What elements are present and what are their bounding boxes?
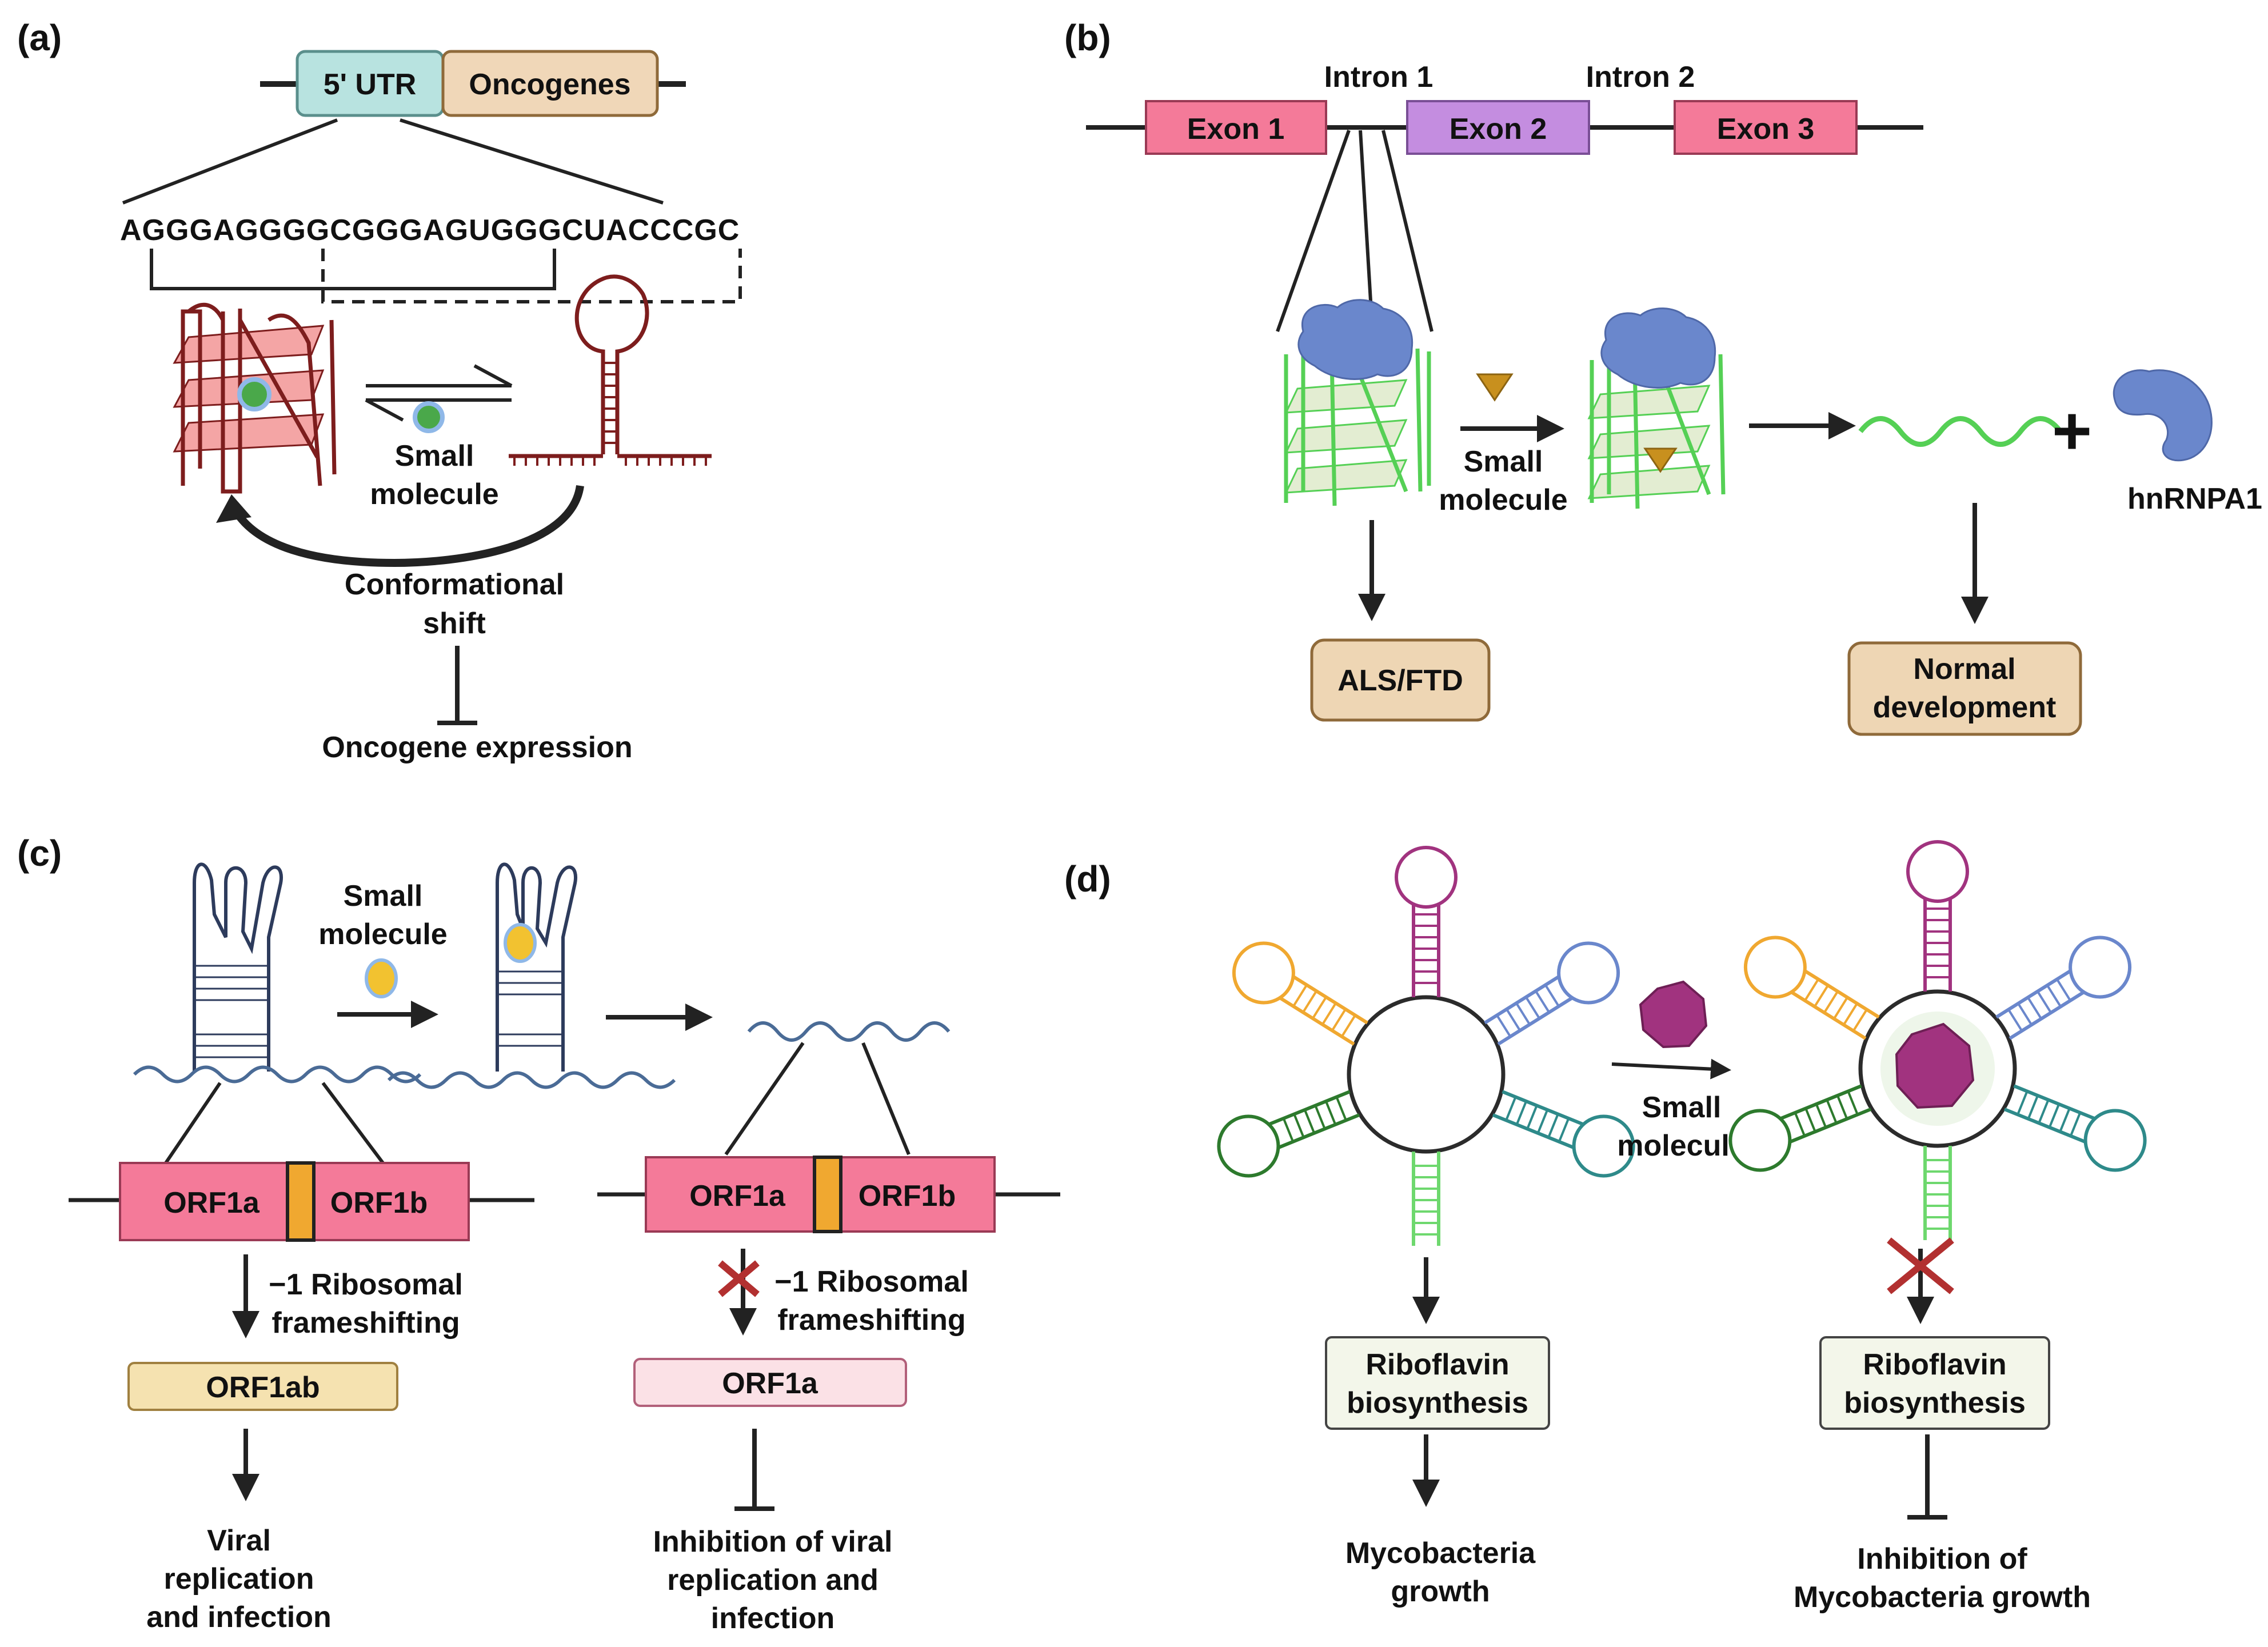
exon2-box [1406,100,1590,155]
mrna-strand [387,1071,676,1089]
zoom-line-left-a [122,118,338,205]
frameshift-label-2a: −1 Ribosomal [774,1265,969,1298]
small-molecule-icon [365,958,398,998]
inhibition-myco-2: Mycobacteria growth [1794,1581,2091,1614]
small-molecule-label-c-2: molecule [318,918,447,951]
small-molecule-label-d-2: molecule [1617,1129,1746,1162]
growth-label-1: Mycobacteria [1345,1537,1536,1570]
arrow-d-1 [1611,1058,1731,1080]
orf1b-label-2: ORF1b [859,1180,956,1213]
small-molecule-icon [413,401,445,433]
inhibition-myco-1: Inhibition of [1857,1542,2027,1576]
zoom-line-right-a [400,118,664,205]
exon3-label: Exon 3 [1717,113,1815,146]
panel-c: (c) Small molecule [17,833,1060,1635]
small-molecule-label-b-1: Small [1464,445,1543,478]
small-molecule-icon [1639,980,1708,1049]
hnrnpa1-label: hnRNPA1 [2127,482,2262,515]
riboflavin-box-2 [1819,1336,2050,1430]
oncogene-expression-label: Oncogene expression [322,731,632,764]
riboflavin-box-1 [1325,1336,1550,1430]
panel-label-a: (a) [17,17,62,58]
riboswitch-icon [1217,846,1635,1246]
orf1b-label-1: ORF1b [330,1186,428,1220]
orf1a-box [633,1358,907,1407]
panel-b: (b) Intron 1 Intron 2 Exon 1 Exon 2 Exon… [1064,17,2262,736]
viral-label-1: Viral [207,1524,271,1557]
inhibition-viral-1: Inhibition of viral [653,1525,893,1558]
small-molecule-label-d-1: Small [1642,1091,1722,1124]
normal-label-1: Normal [1913,653,2015,686]
riboflavin-label-2b: biosynthesis [1844,1386,2026,1420]
orf1ab-box [127,1362,398,1411]
mrna-strand [747,1021,951,1042]
panel-label-d: (d) [1064,858,1111,900]
normal-development-box [1847,641,2082,736]
cross-icon [718,1260,760,1297]
inhibition-viral-3: infection [711,1602,835,1635]
oncogenes-label: Oncogenes [469,68,630,101]
intron1-label: Intron 1 [1324,61,1434,94]
growth-label-2: growth [1391,1575,1490,1608]
g-quadruplex-icon [1284,348,1431,506]
hairpin-icon [496,862,577,1072]
normal-label-2: development [1873,691,2057,724]
panel-label-b: (b) [1064,17,1111,58]
shift-label-1: Conformational [345,568,564,601]
small-molecule-icon [1476,373,1514,402]
protein-icon [1297,299,1413,380]
cross-icon [1887,1237,1954,1294]
intron2-label: Intron 2 [1586,61,1695,94]
frameshift-label-1a: −1 Ribosomal [269,1268,463,1301]
rna-sequence: AGGGAGGGGCGGGAGUGGGCUACCCGC [120,214,740,247]
shift-label-2: shift [423,607,486,640]
orf1a-label-1: ORF1a [163,1186,260,1220]
exon1-label: Exon 1 [1187,113,1285,146]
frameshift-label-1b: frameshifting [271,1306,460,1340]
riboflavin-label-1b: biosynthesis [1347,1386,1528,1420]
rna-strand-icon [1858,416,2063,447]
panel-d: (d) Small molecule Riboflavin [1064,840,2147,1614]
protein-icon [2113,369,2213,462]
g-quadruplex-icon [1587,354,1726,509]
inhibition-viral-2: replication and [667,1564,879,1597]
panel-label-c: (c) [17,833,62,874]
zoom-line-right-b [1381,130,1434,332]
utr-label: 5' UTR [324,68,417,101]
hairpin-icon [193,862,283,1072]
small-molecule-label-c-1: Small [344,880,423,913]
viral-label-2: replication [164,1562,314,1596]
hairpin-icon [509,274,712,466]
small-molecule-label-a-2: molecule [370,478,498,511]
protein-icon [1600,307,1716,389]
hairpin-bracket [321,249,742,303]
exon3-box [1674,100,1858,155]
small-molecule-label-b-2: molecule [1439,483,1567,517]
riboflavin-label-2a: Riboflavin [1863,1348,2006,1381]
small-molecule-label-a-1: Small [395,439,474,473]
orf1a-label-2: ORF1a [689,1180,786,1213]
zoom-line-left-b [1276,129,1351,333]
viral-label-3: and infection [146,1601,332,1634]
oncogenes-box [441,50,659,117]
orf1a-only-label: ORF1a [722,1367,818,1400]
exon1-box [1145,100,1327,155]
frameshift-site-1 [286,1161,316,1242]
frameshift-label-2b: frameshifting [777,1304,965,1337]
plus-sign: + [2052,393,2092,469]
shift-arrow [227,485,584,567]
mrna-strand [133,1065,422,1084]
panel-a: (a) 5' UTR Oncogenes AGGGAGGGGCGGGAGUGGG… [17,17,742,764]
g-quadruplex-icon [173,302,337,494]
exon2-label: Exon 2 [1450,113,1547,146]
orf1ab-label: ORF1ab [206,1371,320,1404]
als-ftd-box [1310,638,1491,722]
frameshift-site-2 [813,1156,842,1233]
riboflavin-label-1a: Riboflavin [1365,1348,1509,1381]
riboswitch-icon [1728,840,2147,1240]
als-ftd-label: ALS/FTD [1337,664,1463,697]
g4-bracket [150,249,556,290]
